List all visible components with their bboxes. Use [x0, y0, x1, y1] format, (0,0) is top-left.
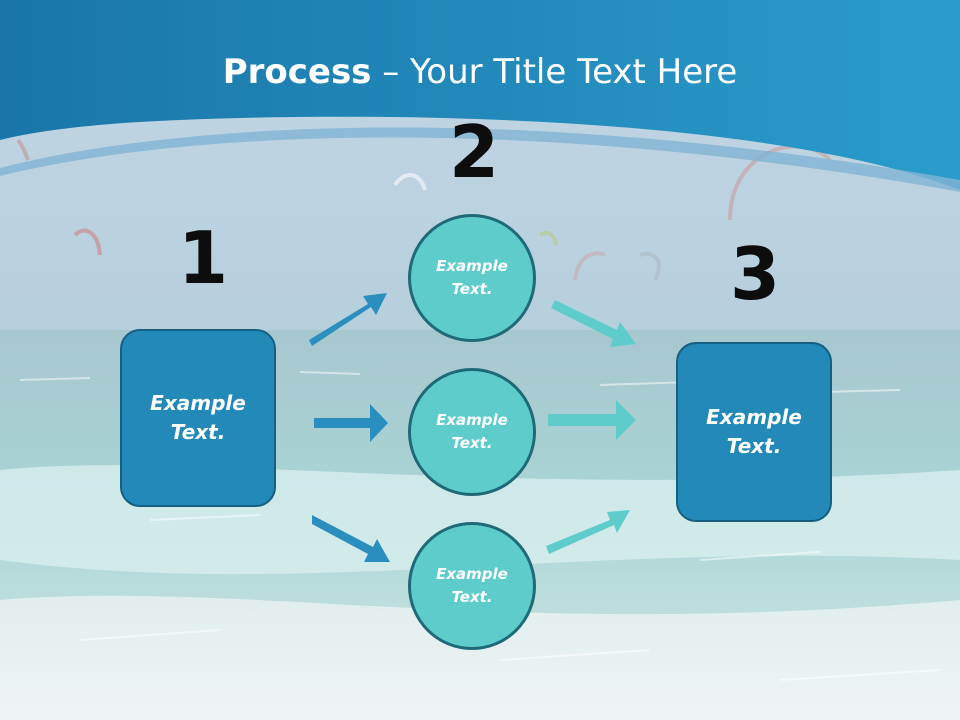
- left-box-text: Example Text.: [150, 391, 246, 444]
- step-number-1: 1: [178, 216, 229, 300]
- step-number-3: 3: [730, 232, 781, 316]
- circle-top: Example Text.: [408, 214, 536, 342]
- arrow-left-to-middle: [314, 404, 388, 442]
- circle-middle-text: Example Text.: [436, 411, 508, 452]
- arrow-middle-to-right: [548, 400, 636, 440]
- arrow-left-to-top: [309, 293, 387, 346]
- circle-bottom-text: Example Text.: [436, 565, 508, 606]
- incoming-arrows: [309, 293, 390, 562]
- right-box: Example Text.: [676, 342, 832, 522]
- title-rest: – Your Title Text Here: [371, 52, 738, 92]
- arrow-bottom-to-right: [546, 510, 630, 554]
- step-number-2: 2: [449, 110, 500, 194]
- circle-top-text: Example Text.: [436, 257, 508, 298]
- arrow-left-to-bottom: [312, 515, 390, 562]
- arrow-top-to-right: [551, 300, 636, 347]
- circle-middle: Example Text.: [408, 368, 536, 496]
- outgoing-arrows: [546, 300, 636, 554]
- left-box: Example Text.: [120, 329, 276, 507]
- circle-bottom: Example Text.: [408, 522, 536, 650]
- right-box-text: Example Text.: [706, 405, 802, 458]
- title-bold: Process: [222, 52, 372, 92]
- slide-title: Process – Your Title Text Here: [0, 52, 960, 92]
